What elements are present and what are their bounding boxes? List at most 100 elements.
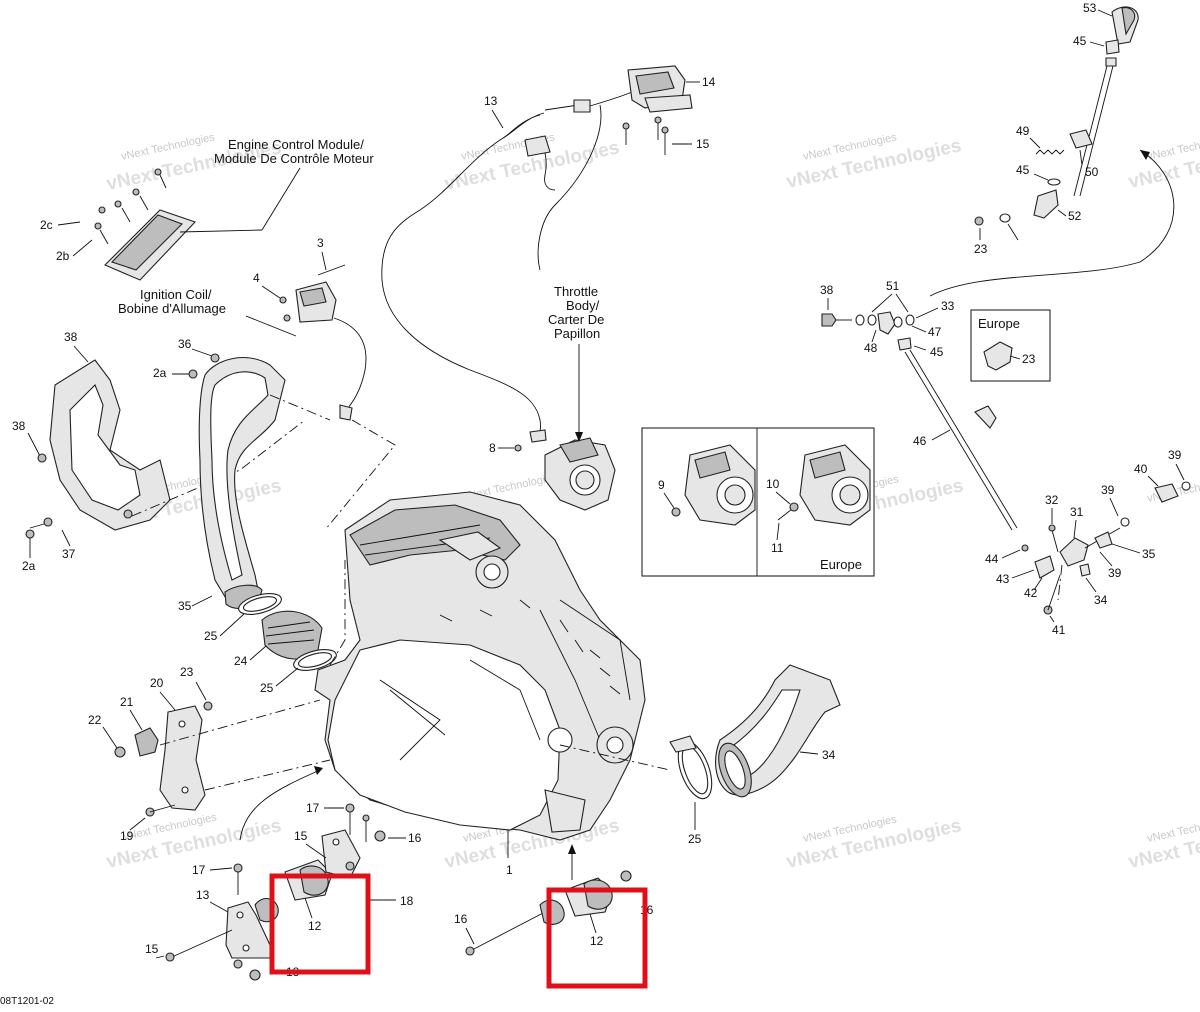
throttle-control-group: 14 15 xyxy=(622,65,716,155)
svg-text:3: 3 xyxy=(317,236,324,250)
svg-text:23: 23 xyxy=(1022,352,1036,366)
svg-text:25: 25 xyxy=(260,681,274,695)
europe-inset-label: Europe xyxy=(820,557,862,572)
svg-text:10: 10 xyxy=(766,477,780,491)
svg-text:14: 14 xyxy=(702,75,716,89)
svg-text:2a: 2a xyxy=(153,366,167,380)
svg-text:16: 16 xyxy=(408,831,422,845)
bottom-left-mount-group: 17 16 15 17 13 15 18 18 12 xyxy=(145,801,422,981)
ecm-label-en: Engine Control Module/ xyxy=(228,137,364,152)
svg-text:9: 9 xyxy=(658,478,665,492)
svg-text:39: 39 xyxy=(1108,566,1122,580)
svg-text:35: 35 xyxy=(1142,547,1156,561)
svg-text:37: 37 xyxy=(62,547,76,561)
svg-text:21: 21 xyxy=(120,695,134,709)
svg-text:38: 38 xyxy=(64,330,78,344)
svg-text:38: 38 xyxy=(820,283,834,297)
europe-small-label: Europe xyxy=(978,316,1020,331)
svg-text:12: 12 xyxy=(590,934,604,948)
document-code: 08T1201-02 xyxy=(0,996,54,1007)
svg-text:32: 32 xyxy=(1045,493,1059,507)
svg-text:2a: 2a xyxy=(22,559,36,573)
svg-text:15: 15 xyxy=(145,942,159,956)
svg-text:31: 31 xyxy=(1070,505,1084,519)
svg-text:49: 49 xyxy=(1016,124,1030,138)
svg-text:23: 23 xyxy=(180,665,194,679)
svg-text:53: 53 xyxy=(1083,1,1097,15)
svg-text:8: 8 xyxy=(489,441,496,455)
svg-text:23: 23 xyxy=(974,242,988,256)
svg-text:Throttle: Throttle xyxy=(554,284,598,299)
right-linkage-group: 31 32 39 40 39 35 39 34 44 43 42 41 xyxy=(985,448,1191,637)
svg-text:36: 36 xyxy=(178,337,192,351)
svg-text:12: 12 xyxy=(308,919,322,933)
svg-text:16: 16 xyxy=(454,912,468,926)
inset-throttle-left xyxy=(671,444,756,526)
throttle-body xyxy=(544,437,616,511)
heat-shield-group: 38 38 37 2a xyxy=(12,330,306,573)
highlight-box-right xyxy=(546,887,648,989)
throttle-body-label: Throttle Body/ Carter De Papillon 8 xyxy=(489,284,604,455)
ecm-label-fr: Module De Contrôle Moteur xyxy=(214,151,374,166)
svg-text:4: 4 xyxy=(253,271,260,285)
svg-text:20: 20 xyxy=(150,676,164,690)
svg-text:39: 39 xyxy=(1168,448,1182,462)
svg-text:51: 51 xyxy=(886,279,900,293)
svg-text:45: 45 xyxy=(1073,34,1087,48)
svg-text:Papillon: Papillon xyxy=(554,326,600,341)
svg-text:25: 25 xyxy=(688,832,702,846)
svg-text:2c: 2c xyxy=(40,218,53,232)
svg-text:45: 45 xyxy=(1016,163,1030,177)
svg-text:2b: 2b xyxy=(56,249,70,263)
svg-text:18: 18 xyxy=(400,894,414,908)
svg-text:17: 17 xyxy=(192,863,206,877)
highlight-boxes xyxy=(269,873,648,989)
svg-text:15: 15 xyxy=(294,829,308,843)
svg-text:45: 45 xyxy=(930,345,944,359)
svg-text:46: 46 xyxy=(913,434,927,448)
coil-label-fr: Bobine d'Allumage xyxy=(118,301,226,316)
svg-text:50: 50 xyxy=(1085,165,1099,179)
svg-text:13: 13 xyxy=(484,94,498,108)
svg-text:1: 1 xyxy=(506,863,513,877)
svg-text:11: 11 xyxy=(771,541,784,555)
svg-text:44: 44 xyxy=(985,552,999,566)
throttle-cable: 13 xyxy=(381,91,633,443)
highlight-box-left xyxy=(269,873,371,975)
svg-text:24: 24 xyxy=(234,654,248,668)
europe-inset-box: Europe 9 10 11 xyxy=(641,427,875,577)
svg-text:52: 52 xyxy=(1068,209,1082,223)
svg-text:Carter De: Carter De xyxy=(548,312,604,327)
air-duct-group: 36 2a 35 25 24 25 xyxy=(153,337,346,695)
svg-text:40: 40 xyxy=(1134,462,1148,476)
ignition-coil-group: 3 4 Ignition Coil/ Bobine d'Allumage xyxy=(118,236,396,531)
svg-text:38: 38 xyxy=(12,419,26,433)
svg-text:Body/: Body/ xyxy=(566,298,600,313)
coil-label-en: Ignition Coil/ xyxy=(140,287,212,302)
svg-text:39: 39 xyxy=(1101,483,1115,497)
engine-assembly xyxy=(314,491,646,841)
shift-linkage-group: 53 45 50 49 45 52 23 xyxy=(929,1,1175,297)
svg-text:15: 15 xyxy=(696,137,710,151)
svg-text:48: 48 xyxy=(864,341,878,355)
svg-text:13: 13 xyxy=(196,888,210,902)
inset-throttle-right xyxy=(777,444,871,526)
svg-text:34: 34 xyxy=(1094,593,1108,607)
svg-text:41: 41 xyxy=(1052,623,1066,637)
svg-text:43: 43 xyxy=(996,572,1010,586)
shift-rod-group: 38 51 33 47 48 45 46 xyxy=(820,279,1018,531)
svg-text:34: 34 xyxy=(822,748,836,762)
svg-text:47: 47 xyxy=(928,325,942,339)
svg-text:19: 19 xyxy=(120,829,134,843)
svg-text:35: 35 xyxy=(178,599,192,613)
svg-text:22: 22 xyxy=(88,713,102,727)
svg-text:25: 25 xyxy=(204,629,218,643)
svg-text:33: 33 xyxy=(941,299,955,313)
left-mount-group: 20 21 22 23 19 xyxy=(88,665,331,843)
svg-text:17: 17 xyxy=(306,801,320,815)
outlet-duct-group: 34 25 xyxy=(559,664,841,846)
europe-small-box: Europe 23 xyxy=(970,309,1051,382)
ecm-group: Engine Control Module/ Module De Contrôl… xyxy=(40,137,374,281)
